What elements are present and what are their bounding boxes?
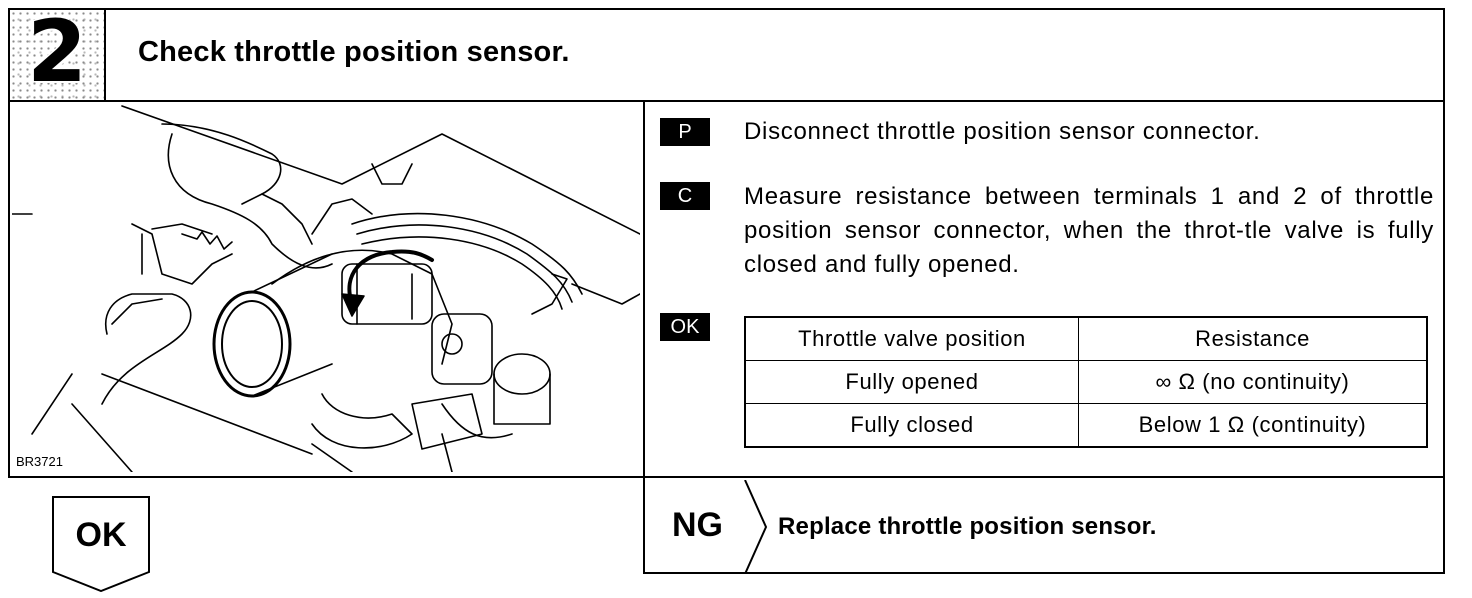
- instruction-measure: Measure resistance between terminals 1 a…: [744, 183, 1434, 278]
- ng-result-box: [643, 478, 1445, 574]
- header-divider: [8, 100, 1445, 102]
- column-header: Resistance: [1078, 316, 1428, 361]
- procedure-badge-c: C: [660, 182, 710, 210]
- table-row: Fully opened ∞ Ω (no continuity): [744, 360, 1428, 404]
- step-number: 2: [27, 2, 87, 102]
- table-cell: Fully opened: [744, 360, 1079, 404]
- column-header: Throttle valve position: [744, 316, 1079, 361]
- table-cell: ∞ Ω (no continuity): [1078, 360, 1428, 404]
- table-row: Fully closed Below 1 Ω (continuity): [744, 403, 1428, 448]
- procedure-badge-p: P: [660, 118, 710, 146]
- procedure-frame: [8, 8, 1445, 478]
- ng-label: NG: [672, 506, 723, 544]
- ng-action-text: Replace throttle position sensor.: [778, 513, 1157, 540]
- chevron-right-icon: [744, 480, 768, 574]
- table-header-row: Throttle valve position Resistance: [744, 316, 1428, 361]
- step-number-box: [10, 10, 104, 100]
- throttle-body-illustration: [12, 105, 640, 472]
- table-cell: Below 1 Ω (continuity): [1078, 403, 1428, 448]
- column-divider: [643, 100, 645, 574]
- step-number-divider: [104, 8, 106, 102]
- ok-badge: OK: [660, 313, 710, 341]
- ok-flow-label: OK: [75, 516, 127, 554]
- table-cell: Fully closed: [744, 403, 1079, 448]
- figure-code: BR3721: [16, 454, 63, 469]
- step-title: Check throttle position sensor.: [138, 36, 570, 68]
- instruction-disconnect: Disconnect throttle position sensor conn…: [744, 118, 1261, 145]
- ok-flow-arrow-icon: [52, 496, 150, 592]
- resistance-spec-table: Throttle valve position Resistance Fully…: [744, 316, 1428, 448]
